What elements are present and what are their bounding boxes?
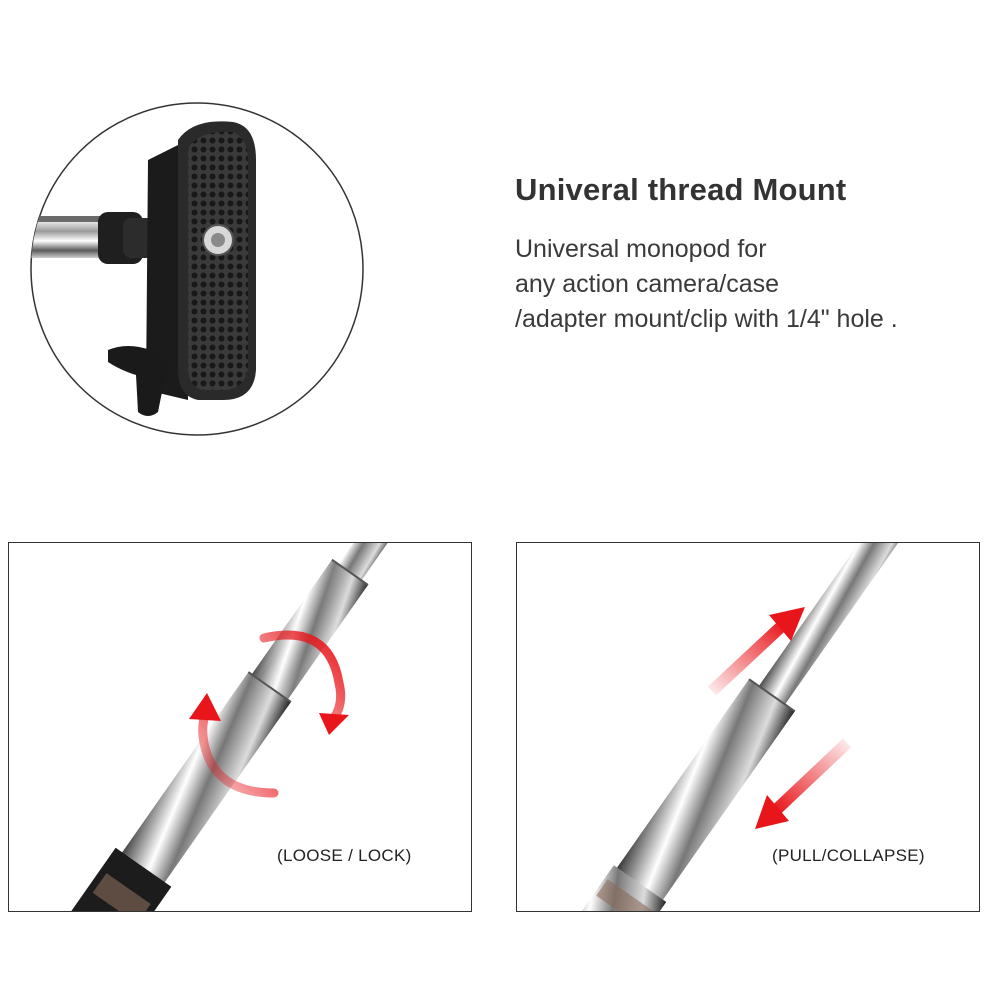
description-line: Universal monopod for bbox=[515, 235, 767, 263]
rotate-arrows-icon bbox=[189, 630, 349, 798]
loose-lock-panel: (LOOSE / LOCK) bbox=[8, 542, 472, 912]
extend-pole-illustration bbox=[539, 543, 940, 911]
pull-collapse-panel: (PULL/COLLAPSE) bbox=[516, 542, 980, 912]
twist-pole-illustration bbox=[41, 543, 419, 911]
mount-detail-image bbox=[28, 100, 366, 438]
description-line: any action camera/case bbox=[515, 270, 780, 298]
description-line: /adapter mount/clip with 1/4" hole . bbox=[515, 305, 898, 333]
mount-head-illustration bbox=[30, 102, 364, 436]
mount-description: Universal monopod for any action camera/… bbox=[515, 232, 898, 337]
loose-lock-caption: (LOOSE / LOCK) bbox=[277, 846, 412, 865]
mount-title: Univeral thread Mount bbox=[515, 172, 847, 207]
pull-collapse-caption: (PULL/COLLAPSE) bbox=[772, 846, 925, 865]
extend-arrows-icon bbox=[707, 607, 852, 829]
